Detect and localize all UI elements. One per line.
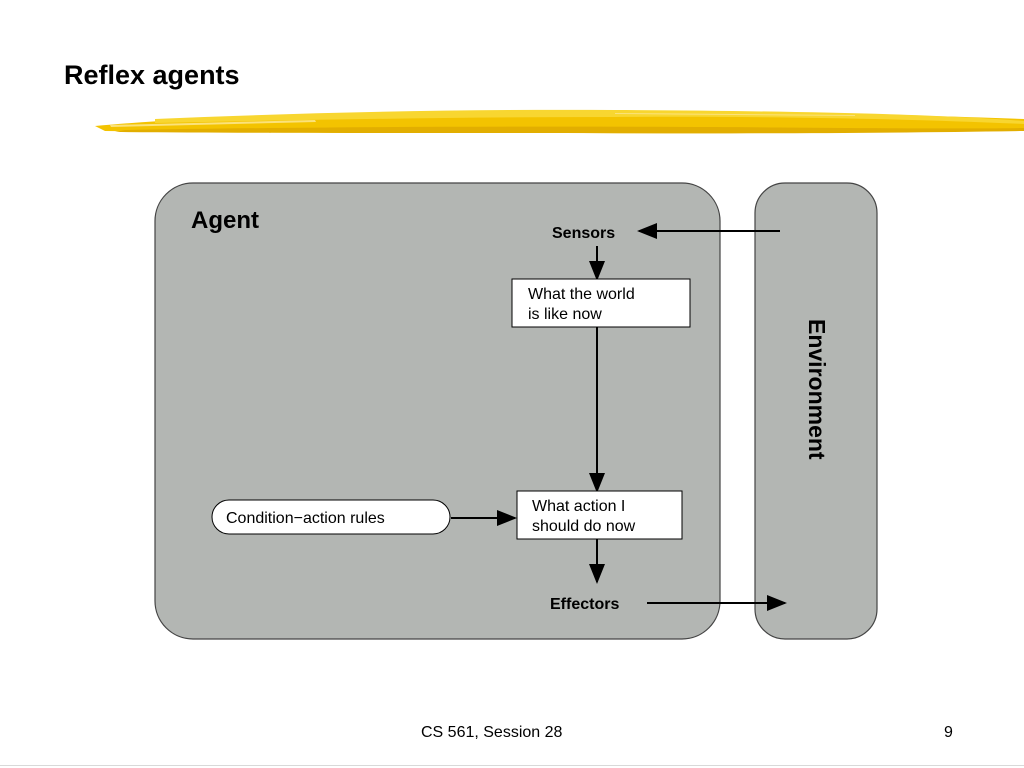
decorative-brush-stroke	[95, 109, 1024, 134]
world-state-box-line1: What the world	[528, 286, 635, 303]
rules-pill	[211, 499, 451, 535]
agent-panel	[154, 182, 721, 640]
world-state-box	[511, 278, 691, 328]
page-number: 9	[944, 724, 953, 741]
action-box	[516, 490, 683, 540]
agent-label: Agent	[191, 207, 259, 234]
rules-label: Condition−action rules	[226, 510, 385, 527]
bottom-divider	[0, 765, 1024, 766]
effectors-label: Effectors	[550, 596, 619, 613]
footer-session: CS 561, Session 28	[421, 724, 563, 741]
environment-label: Environment	[804, 319, 830, 460]
action-box-line2: should do now	[532, 518, 636, 535]
reflex-agent-diagram: Agent Environment Sensors What the world…	[154, 182, 878, 640]
slide-title: Reflex agents	[64, 60, 240, 90]
world-state-box-line2: is like now	[528, 306, 602, 323]
sensors-label: Sensors	[552, 225, 615, 242]
environment-panel	[754, 182, 878, 640]
action-box-line1: What action I	[532, 498, 625, 515]
